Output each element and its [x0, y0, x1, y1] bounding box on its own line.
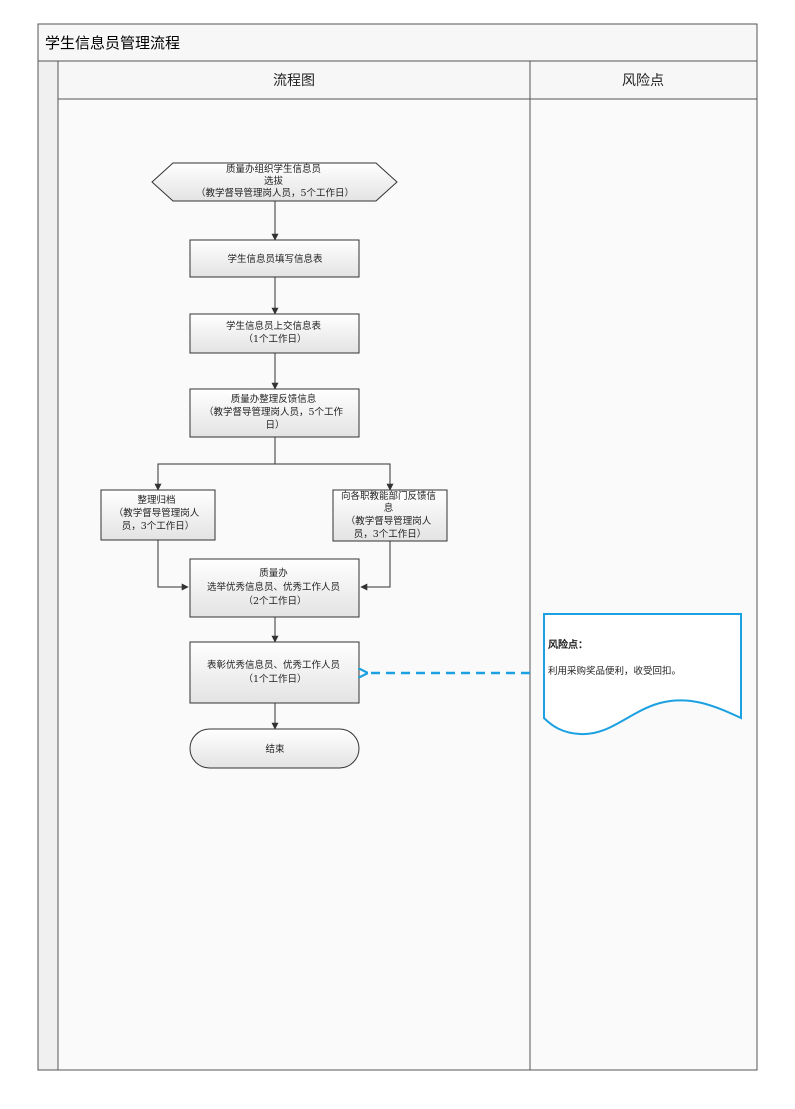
lane-risk: [529, 98, 758, 1071]
column-title-flow: 流程图: [273, 73, 315, 89]
arrow-dept-to-select: [360, 541, 391, 591]
node-commend-text: 表彰优秀信息员、优秀工作人员 （1个工作日）: [207, 659, 343, 685]
node-dept-feedback-text: 向各职教能部门反馈信 息 （教学督导管理岗人 员，3个工作日）: [341, 490, 439, 540]
node-archive: [100, 489, 216, 541]
arrow-organize-to-dept: [275, 463, 394, 491]
node-start-text: 质量办组织学生信息员 选拔 （教学督导管理岗人员，5个工作日）: [196, 163, 354, 199]
column-header-risk: [529, 60, 758, 100]
page-title: 学生信息员管理流程: [45, 34, 180, 52]
node-select-excellent: [189, 558, 360, 618]
title-bar: [37, 23, 758, 62]
node-commend: [189, 641, 360, 704]
node-end-text: 结束: [265, 743, 285, 755]
node-submit-form-text: 学生信息员上交信息表 （1个工作日）: [226, 320, 324, 345]
risk-document: [543, 613, 742, 736]
risk-heading: 风险点：: [548, 638, 588, 651]
node-fill-form: [189, 239, 360, 278]
column-header-flow: [57, 60, 531, 100]
node-organize-feedback: [189, 388, 360, 438]
node-dept-feedback: [332, 489, 448, 542]
node-start: [151, 162, 398, 202]
column-title-risk: 风险点: [622, 73, 664, 89]
arrow-archive-to-select: [157, 540, 189, 591]
node-submit-form: [189, 313, 360, 354]
node-end: [189, 728, 360, 769]
node-select-excellent-text: 质量办 选举优秀信息员、优秀工作人员 （2个工作日）: [207, 567, 343, 607]
node-fill-form-text: 学生信息员填写信息表: [227, 253, 323, 265]
node-archive-text: 整理归档 （教学督导管理岗人 员，3个工作日）: [114, 494, 203, 532]
connectors: [154, 201, 394, 730]
risk-text: 利用采购奖品便利，收受回扣。: [548, 665, 681, 677]
node-organize-feedback-text: 质量办整理反馈信息 （教学督导管理岗人员，5个工作 日）: [204, 393, 346, 431]
arrow-organize-to-archive: [154, 437, 276, 491]
lane-gutter: [37, 60, 59, 1071]
